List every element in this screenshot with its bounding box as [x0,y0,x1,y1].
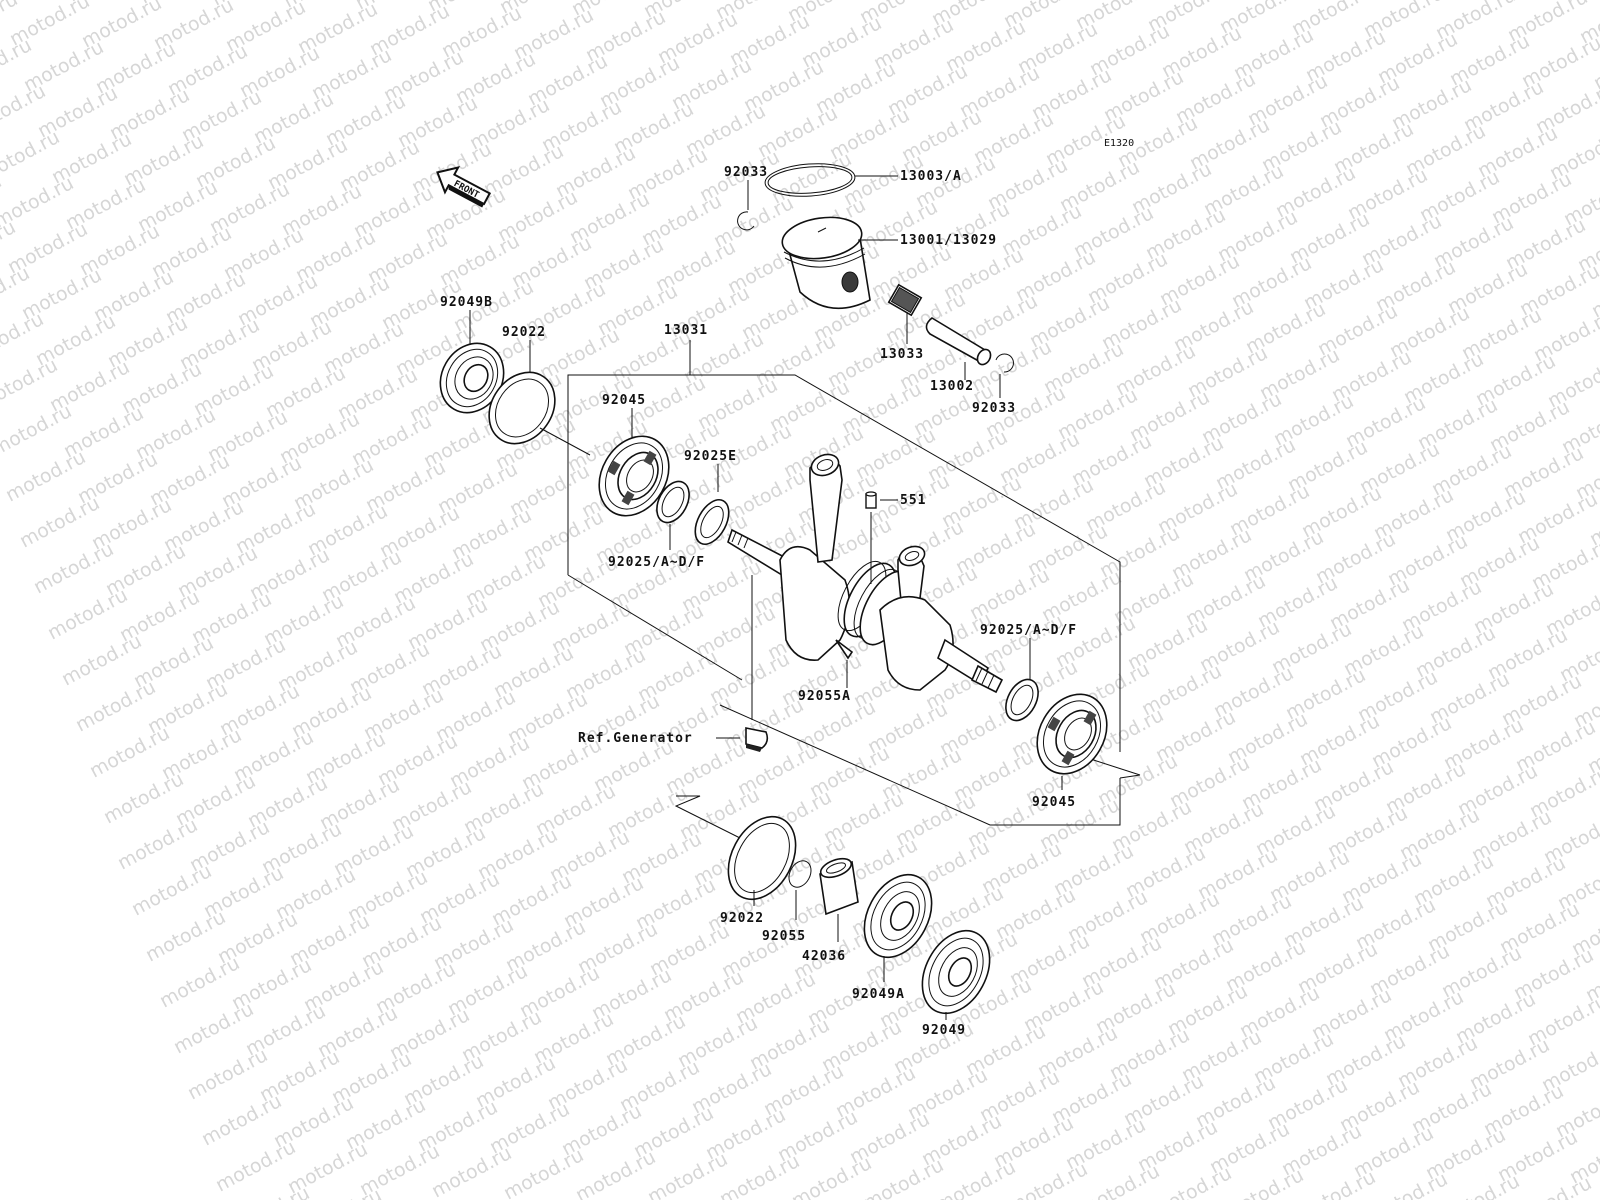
watermark-text: motod.ru [142,906,229,966]
circlip-right [995,353,1014,373]
watermark-text: motod.ru [100,768,187,828]
oil-seal-92049 [921,929,991,1015]
label-13003a: 13003/A [900,169,962,184]
label-13033: 13033 [880,347,924,362]
shim-92025e [694,499,730,545]
label-92049b: 92049B [440,295,493,310]
watermark-text: motod.ru [44,584,131,644]
label-13031: 13031 [664,323,708,338]
shim-92025-left [656,480,690,524]
crankshaft [727,453,1004,694]
label-ref-generator: Ref.Generator [578,731,693,746]
label-92025e: 92025E [684,449,737,464]
label-92055a: 92055A [798,689,851,704]
needle-bearing [887,283,923,317]
label-42036: 42036 [802,949,846,964]
watermark-text: motod.ru [212,1136,299,1196]
label-92022-top: 92022 [502,325,546,340]
label-92045-bottom: 92045 [1032,795,1076,810]
ball-bearing-bottom [1036,693,1108,775]
oil-seal-92049a [863,873,933,959]
label-92049: 92049 [922,1023,966,1038]
watermark-text: motod.ru [198,1090,285,1150]
label-92025-adf-left: 92025/A~D/F [608,555,705,570]
shim-92022-top [488,371,556,445]
assembly-frame [567,340,691,575]
ball-bearing-top [598,435,670,517]
watermark-text: motod.ru [1076,1160,1163,1200]
watermark-text: motod.ru [428,1142,515,1200]
label-13002: 13002 [930,379,974,394]
circlip-left [737,211,755,231]
watermark-text: motod.ru [170,998,257,1058]
piston-ring [764,163,856,197]
pin-551 [865,491,877,509]
collar-42036 [819,857,859,916]
watermark-text: motod.ru [16,492,103,552]
watermark-text: motod.ru [72,676,159,736]
watermark-text: motod.ru [2,446,89,506]
label-92055: 92055 [762,929,806,944]
piston-pin [925,317,992,366]
watermark-text: motod.ru [184,1044,271,1104]
diagram-code: E1320 [1104,138,1134,149]
shim-92025-right [1005,678,1039,722]
watermark-text: motod.ru [114,814,201,874]
watermark-text: motod.ru [128,860,215,920]
shim-92022-bottom [727,815,797,901]
woodruff-key [745,727,769,752]
o-ring-92055 [788,860,812,888]
watermark-text: motod.ru [58,630,145,690]
watermark-text: motod.ru [156,952,243,1012]
watermark-text: motod.ru [1148,1162,1235,1200]
label-92022-bottom: 92022 [720,911,764,926]
label-92045-top: 92045 [602,393,646,408]
watermark-text: motod.ru [30,538,117,598]
piston [781,216,871,310]
label-92049a: 92049A [852,987,905,1002]
label-13001-13029: 13001/13029 [900,233,997,248]
watermark-text: motod.ru [932,1156,1019,1200]
watermark-text: motod.ru [86,722,173,782]
label-551: 551 [900,493,926,508]
label-92025-adf-right: 92025/A~D/F [980,623,1077,638]
watermark-text: motod.ru [860,1154,947,1200]
label-92033-top: 92033 [724,165,768,180]
label-92033-right: 92033 [972,401,1016,416]
watermark-text: motod.ru [1004,1158,1091,1200]
